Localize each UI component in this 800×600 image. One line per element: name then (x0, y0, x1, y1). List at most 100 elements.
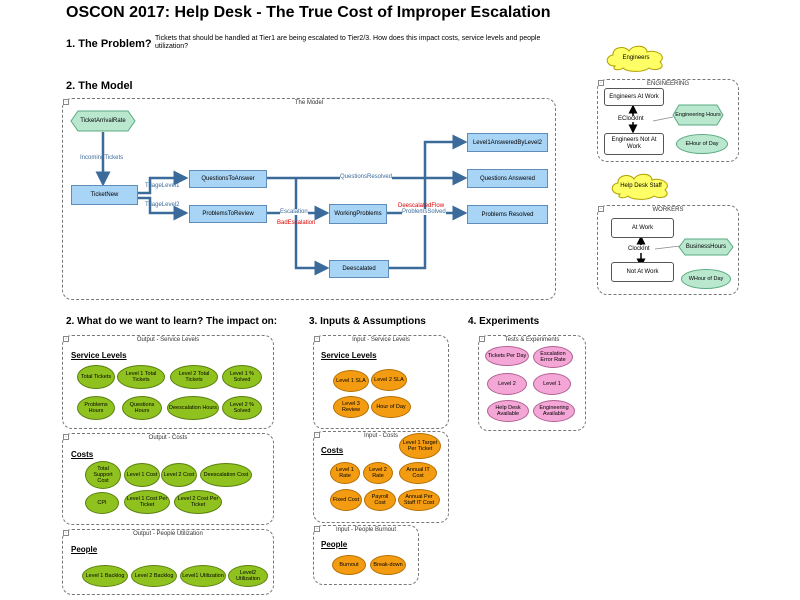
experiments-heading: 4. Experiments (468, 316, 540, 327)
output-level1-cost[interactable]: Level 1 Cost (124, 463, 160, 487)
collapse-icon[interactable]: − (63, 434, 69, 440)
problem-text: Tickets that should be handled at Tier1 … (155, 35, 541, 51)
input-level2-rate[interactable]: Level 2 Rate (363, 462, 393, 484)
helpdesk-cloud-label: Help Desk Staff (620, 183, 662, 189)
page-title: OSCON 2017: Help Desk - The True Cost of… (66, 4, 551, 21)
input-payroll-cost[interactable]: Payroll Cost (364, 489, 396, 511)
collapse-icon[interactable]: − (598, 206, 604, 212)
helpdesk-cloud[interactable]: Help Desk Staff (608, 172, 674, 200)
input-fixed-cost[interactable]: Fixed Cost (330, 489, 362, 511)
output-level1-backlog[interactable]: Level 1 Backlog (82, 565, 128, 587)
working-problems-stock[interactable]: WorkingProblems (329, 204, 387, 224)
engineers-at-work-stock[interactable]: Engineers At Work (604, 88, 664, 106)
triage-level1-label: TriageLevel1 (145, 183, 180, 189)
engineers-cloud[interactable]: Engineers (603, 44, 669, 72)
input-burnout-title: Input - People Burnout (335, 527, 397, 533)
output-level2-backlog[interactable]: Level 2 Backlog (131, 565, 177, 587)
output-people-title: Output - People Utilization (133, 531, 203, 537)
output-cpi[interactable]: CPI (85, 492, 119, 514)
collapse-icon[interactable]: − (479, 336, 485, 342)
collapse-icon[interactable]: − (314, 526, 320, 532)
input-costs-title: Input - Costs (363, 433, 398, 439)
collapse-icon[interactable]: − (314, 336, 320, 342)
output-level2-cost-per-ticket[interactable]: Level 2 Cost Per Ticket (174, 490, 222, 514)
level1-answered-by-level2-stock[interactable]: Level1AnsweredByLevel2 (467, 133, 548, 152)
experiments-group: Tests & Experiments (478, 335, 586, 431)
output-service-title: Output - Service Levels (136, 337, 200, 343)
output-total-support-cost[interactable]: Total Support Cost (85, 461, 121, 489)
not-at-work-stock[interactable]: Not At Work (611, 262, 674, 282)
input-hour-of-day[interactable]: Hour of Day (371, 396, 411, 418)
output-level2-pct-solved[interactable]: Level 2 % Solved (222, 396, 262, 420)
collapse-icon[interactable]: − (63, 99, 69, 105)
output-service-section: Service Levels (71, 351, 127, 360)
exp-escalation-error-rate[interactable]: Escalation Error Rate (533, 346, 573, 368)
model-group-title: The Model (294, 100, 324, 106)
engineering-group: ENGINEERING (597, 79, 739, 162)
input-burnout[interactable]: Burnout (332, 555, 366, 575)
input-annual-per-staff-it-cost[interactable]: Annual Per Staff IT Cost (398, 489, 440, 511)
deescalated-stock[interactable]: Deescalated (329, 260, 389, 278)
output-deescalation-hours[interactable]: Deescalation Hours (167, 396, 219, 420)
engineers-not-at-work-stock[interactable]: Engineers Not At Work (604, 133, 664, 155)
engineering-hours[interactable]: Engineering Hours (672, 104, 724, 126)
problems-to-review-stock[interactable]: ProblemsToReview (189, 205, 267, 223)
input-service-group: Input - Service Levels (313, 335, 449, 429)
output-level1-pct-solved[interactable]: Level 1 % Solved (222, 365, 262, 389)
output-questions-hours[interactable]: Questions Hours (122, 396, 162, 420)
engineering-group-title: ENGINEERING (646, 81, 689, 87)
input-level1-sla[interactable]: Level 1 SLA (333, 370, 369, 392)
output-level2-cost[interactable]: Level 2 Cost (161, 463, 197, 487)
input-level3-review[interactable]: Level 3 Review (333, 396, 369, 418)
output-level1-total-tickets[interactable]: Level 1 Total Tickets (117, 365, 165, 389)
exp-level2[interactable]: Level 2 (487, 373, 527, 395)
output-level1-cost-per-ticket[interactable]: Level 1 Cost Per Ticket (124, 490, 170, 514)
output-total-tickets[interactable]: Total Tickets (77, 365, 115, 389)
engineering-hours-label: Engineering Hours (675, 112, 721, 118)
output-problems-hours[interactable]: Problems Hours (77, 396, 115, 420)
input-costs-section: Costs (321, 446, 344, 455)
inputs-heading: 3. Inputs & Assumptions (309, 316, 426, 327)
input-level1-rate[interactable]: Level 1 Rate (330, 462, 360, 484)
input-level1-target-per-ticket[interactable]: Level 1 Target Per Ticket (399, 433, 441, 459)
collapse-icon[interactable]: − (314, 432, 320, 438)
converter-shape (678, 238, 734, 256)
output-costs-section: Costs (71, 450, 94, 459)
collapse-icon[interactable]: − (63, 530, 69, 536)
collapse-icon[interactable]: − (63, 336, 69, 342)
input-burnout-section: People (321, 540, 348, 549)
clock-int-label: ClockInt (628, 246, 650, 252)
problems-resolved-stock[interactable]: Problems Resolved (467, 205, 548, 224)
output-level1-utilization[interactable]: Level1 Utilization (180, 565, 226, 587)
business-hours[interactable]: BusinessHours (678, 238, 734, 256)
workers-group: WORKERS (597, 205, 739, 295)
output-people-group: Output - People Utilization (62, 529, 274, 595)
ehour-of-day[interactable]: EHour of Day (676, 134, 728, 154)
output-deescalation-cost[interactable]: Deescalation Cost (200, 463, 252, 487)
bad-escalation-label: BadEscalation (277, 220, 316, 226)
converter-shape (672, 104, 724, 126)
output-level2-utilization[interactable]: Level2 Utilization (228, 565, 268, 587)
ticket-new-stock[interactable]: TicketNew (71, 185, 138, 205)
at-work-stock[interactable]: At Work (611, 218, 674, 238)
whour-of-day[interactable]: WHour of Day (681, 269, 731, 289)
learn-heading: 2. What do we want to learn? The impact … (66, 316, 278, 327)
exp-help-desk-available[interactable]: Help Desk Available (487, 400, 529, 422)
collapse-icon[interactable]: − (598, 80, 604, 86)
model-heading: 2. The Model (66, 80, 133, 92)
ticket-arrival-rate-label: TicketArrivalRate (80, 118, 126, 124)
input-annual-it-cost[interactable]: Annual IT Cost (399, 462, 437, 484)
converter-shape (70, 110, 136, 132)
output-level2-total-tickets[interactable]: Level 2 Total Tickets (170, 365, 218, 389)
input-level2-sla[interactable]: Level 2 SLA (371, 369, 407, 391)
questions-answered-stock[interactable]: Questions Answered (467, 169, 548, 188)
exp-level1[interactable]: Level 1 (533, 373, 571, 395)
ticket-arrival-rate[interactable]: TicketArrivalRate (70, 110, 136, 132)
questions-to-answer-stock[interactable]: QuestionsToAnswer (189, 170, 267, 188)
exp-tickets-per-day[interactable]: Tickets Per Day (485, 346, 529, 366)
exp-engineering-available[interactable]: Engineering Available (533, 400, 575, 422)
business-hours-label: BusinessHours (685, 244, 727, 250)
eclock-int-label: EClockInt (618, 116, 644, 122)
input-break-down[interactable]: Break-down (370, 555, 406, 575)
input-costs-group: Input - Costs (313, 431, 449, 523)
